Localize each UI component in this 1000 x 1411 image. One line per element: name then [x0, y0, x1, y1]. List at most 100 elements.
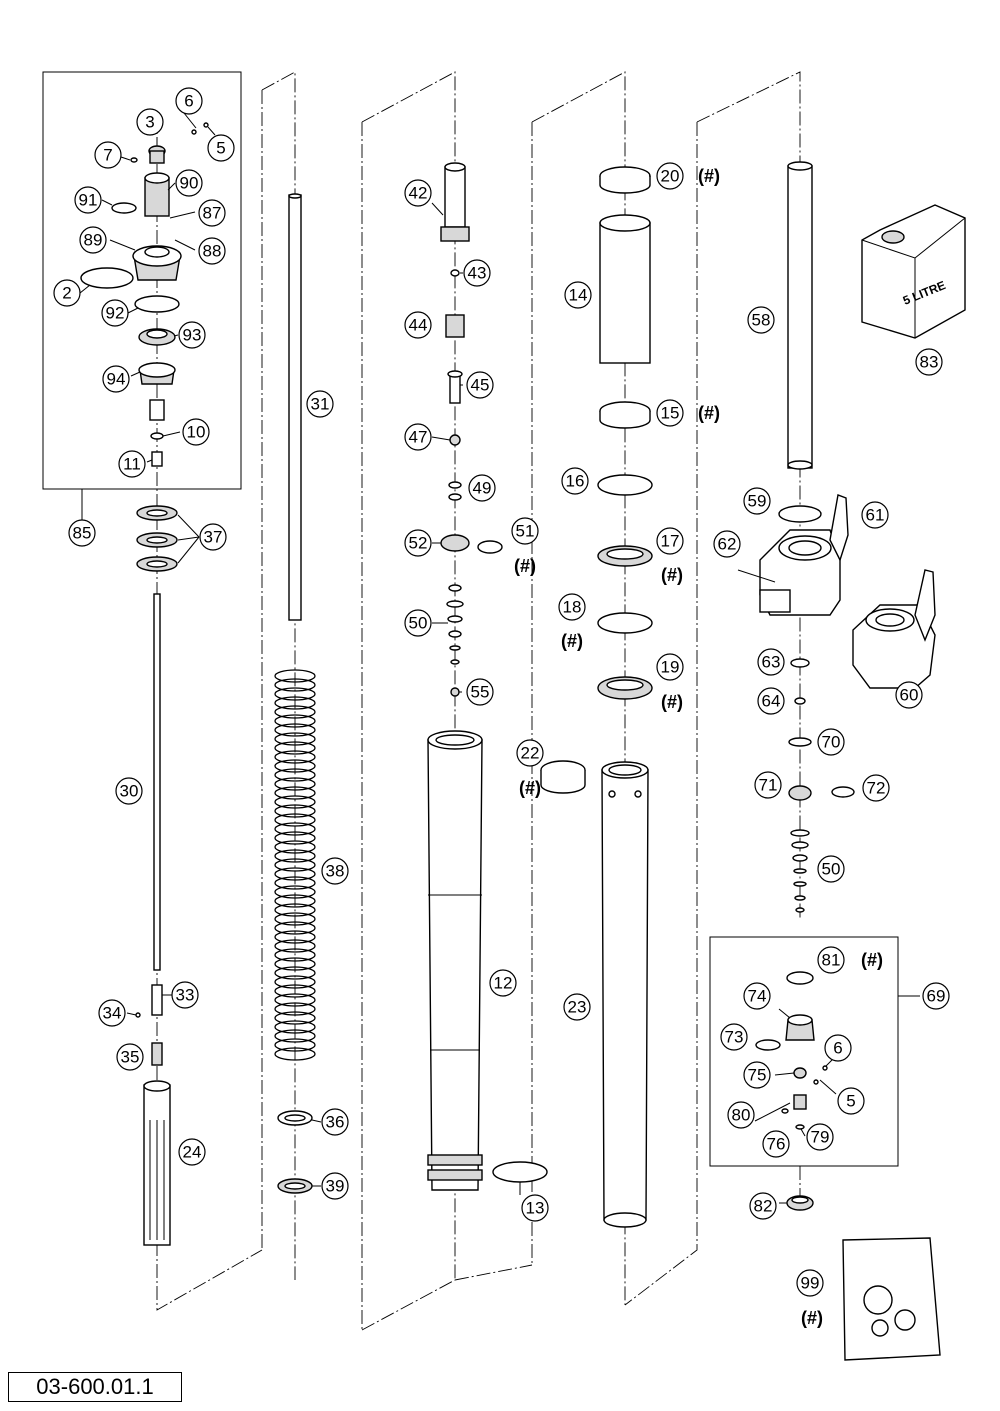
- column-2-parts: [274, 193, 316, 1194]
- svg-text:52: 52: [409, 534, 428, 553]
- svg-text:3: 3: [145, 113, 154, 132]
- callout-10: 10: [182, 418, 210, 446]
- callout-38: 38: [321, 857, 349, 885]
- callout-37: 37: [199, 523, 227, 551]
- callout-35: 35: [116, 1043, 144, 1071]
- callout-17: 17: [656, 527, 684, 555]
- hash-22: (#): [519, 778, 541, 798]
- svg-text:87: 87: [203, 204, 222, 223]
- callout-75: 75: [743, 1061, 771, 1089]
- svg-text:69: 69: [927, 987, 946, 1006]
- callout-50a: 50: [404, 609, 432, 637]
- svg-text:15: 15: [661, 404, 680, 423]
- svg-text:24: 24: [183, 1143, 202, 1162]
- hash-51: (#): [514, 556, 536, 576]
- svg-text:88: 88: [203, 242, 222, 261]
- svg-text:12: 12: [494, 974, 513, 993]
- svg-text:73: 73: [725, 1028, 744, 1047]
- callout-22: 22: [516, 739, 544, 767]
- callout-72: 72: [862, 774, 890, 802]
- column-5-parts: [737, 161, 936, 1211]
- callout-33: 33: [171, 981, 199, 1009]
- svg-text:89: 89: [84, 231, 103, 250]
- callout-63: 63: [757, 648, 785, 676]
- svg-text:80: 80: [732, 1106, 751, 1125]
- callout-23: 23: [563, 993, 591, 1021]
- callout-91: 91: [74, 186, 102, 214]
- svg-text:37: 37: [204, 528, 223, 547]
- callout-71: 71: [754, 771, 782, 799]
- svg-text:74: 74: [748, 987, 767, 1006]
- svg-text:91: 91: [79, 191, 98, 210]
- callout-24: 24: [178, 1138, 206, 1166]
- callout-45: 45: [466, 371, 494, 399]
- callout-39: 39: [321, 1172, 349, 1200]
- callout-90: 90: [175, 169, 203, 197]
- svg-text:6: 6: [833, 1039, 842, 1058]
- callout-13: 13: [521, 1194, 549, 1222]
- fork-spring-coils: [274, 669, 316, 1061]
- svg-text:85: 85: [73, 524, 92, 543]
- callout-55: 55: [466, 678, 494, 706]
- svg-text:2: 2: [62, 284, 71, 303]
- callout-14: 14: [564, 281, 592, 309]
- svg-text:61: 61: [866, 506, 885, 525]
- svg-text:63: 63: [762, 653, 781, 672]
- hash-20: (#): [698, 166, 720, 186]
- svg-text:50: 50: [822, 860, 841, 879]
- svg-text:18: 18: [563, 598, 582, 617]
- svg-text:17: 17: [661, 532, 680, 551]
- callout-20: 20: [656, 162, 684, 190]
- callout-99: 99: [796, 1269, 824, 1297]
- svg-text:10: 10: [187, 423, 206, 442]
- callout-70: 70: [817, 728, 845, 756]
- callout-76: 76: [762, 1130, 790, 1158]
- callout-34: 34: [98, 999, 126, 1027]
- svg-text:71: 71: [759, 776, 778, 795]
- callout-43: 43: [463, 259, 491, 287]
- svg-text:22: 22: [521, 744, 540, 763]
- callout-64: 64: [757, 687, 785, 715]
- callout-2: 2: [53, 279, 81, 307]
- svg-text:16: 16: [566, 472, 585, 491]
- callout-18: 18: [558, 593, 586, 621]
- svg-text:36: 36: [326, 1113, 345, 1132]
- svg-text:51: 51: [516, 522, 535, 541]
- svg-text:23: 23: [568, 998, 587, 1017]
- svg-text:7: 7: [103, 146, 112, 165]
- callout-52: 52: [404, 529, 432, 557]
- svg-text:20: 20: [661, 167, 680, 186]
- svg-text:39: 39: [326, 1177, 345, 1196]
- callout-60: 60: [895, 681, 923, 709]
- svg-text:76: 76: [767, 1135, 786, 1154]
- column-3-parts: [427, 162, 586, 1191]
- callout-15: 15: [656, 399, 684, 427]
- svg-text:59: 59: [748, 492, 767, 511]
- callout-44: 44: [404, 311, 432, 339]
- svg-text:45: 45: [471, 376, 490, 395]
- callout-80: 80: [727, 1101, 755, 1129]
- svg-text:60: 60: [900, 686, 919, 705]
- svg-text:13: 13: [526, 1199, 545, 1218]
- callout-3: 3: [136, 108, 164, 136]
- svg-text:5: 5: [216, 139, 225, 158]
- callout-19: 19: [656, 653, 684, 681]
- callout-5b: 5: [837, 1087, 865, 1115]
- callout-36: 36: [321, 1108, 349, 1136]
- svg-text:34: 34: [103, 1004, 122, 1023]
- callout-79: 79: [806, 1123, 834, 1151]
- parts-bag: [842, 1237, 941, 1361]
- assembly-69-box: [709, 936, 899, 1167]
- callout-85: 85: [68, 519, 96, 547]
- svg-text:72: 72: [867, 779, 886, 798]
- svg-text:93: 93: [183, 326, 202, 345]
- callout-62: 62: [713, 530, 741, 558]
- callout-30: 30: [115, 777, 143, 805]
- svg-text:70: 70: [822, 733, 841, 752]
- callout-59: 59: [743, 487, 771, 515]
- column-4-parts: [597, 166, 653, 1228]
- svg-text:44: 44: [409, 316, 428, 335]
- callout-88: 88: [198, 237, 226, 265]
- svg-text:31: 31: [311, 395, 330, 414]
